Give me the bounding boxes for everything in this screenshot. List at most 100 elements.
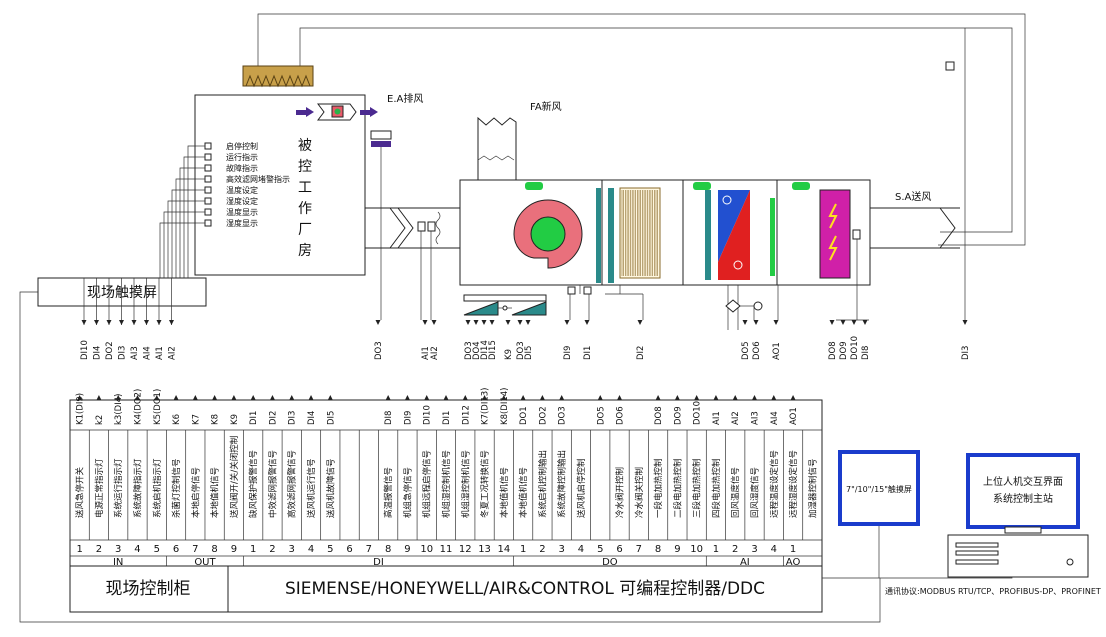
touchscreen-io-tag: DI4 <box>93 346 103 360</box>
workshop-signal: 湿度设定 <box>226 196 258 206</box>
terminal-desc: 冷水阀开控制 <box>615 467 626 518</box>
terminal-desc: 冷水阀关控制 <box>634 467 645 518</box>
terminal-top-tag: K7 <box>191 414 201 425</box>
terminal-desc: 远程湿度设定信号 <box>788 450 799 518</box>
electric-heater <box>792 182 861 279</box>
terminal-top-tag: K8(DI14) <box>500 388 510 425</box>
return-air-duct-loop <box>257 13 1026 246</box>
terminal-top-tag: AI4 <box>770 411 780 425</box>
terminal-number: 1 <box>713 544 719 555</box>
workshop-signal: 运行指示 <box>226 152 258 162</box>
field-touchscreen-label: 现场触摸屏 <box>87 285 157 301</box>
workshop-char: 被 <box>298 138 312 154</box>
terminal-desc: 机组湿控制机信号 <box>441 450 452 518</box>
terminal-top-tag: K6 <box>172 414 182 425</box>
terminal-number: 1 <box>790 544 796 555</box>
terminal-number: 2 <box>269 544 275 555</box>
terminal-desc: 加湿器控制信号 <box>807 458 818 518</box>
field-signal-tag: DO4 <box>472 341 482 360</box>
terminal-number: 3 <box>289 544 295 555</box>
terminal-number: 2 <box>732 544 738 555</box>
touchscreen-io-tag: AI2 <box>168 346 178 360</box>
workshop-signal: 湿度显示 <box>226 218 258 228</box>
terminal-desc: 冬夏工况转换信号 <box>480 450 491 518</box>
hmi-touchscreen: 7"/10"/15"触摸屏 <box>838 450 920 578</box>
terminal-number: 13 <box>478 544 491 555</box>
terminal-number: 7 <box>192 544 198 555</box>
communication-bus: 通讯协议:MODBUS RTU/TCP、PROFIBUS-DP、PROFINET <box>19 291 1101 623</box>
terminal-top-tag: DI4 <box>307 411 317 425</box>
terminal-desc: 中效滤网报警信号 <box>267 450 278 518</box>
terminal-desc: 本地值机信号 <box>210 467 221 518</box>
terminal-number: 1 <box>76 544 82 555</box>
workshop-char: 工 <box>298 180 312 196</box>
terminal-desc: 一段电加热控制 <box>653 458 664 518</box>
terminal-top-tag: DI8 <box>384 411 394 425</box>
terminal-number: 6 <box>616 544 622 555</box>
io-group-label: IN <box>113 557 123 568</box>
terminal-top-tag: DO10 <box>693 401 703 425</box>
terminal-desc: 四段电加热控制 <box>711 458 722 518</box>
terminal-desc: 送风机运行信号 <box>306 458 317 518</box>
touchscreen-io-tag: DI10 <box>80 340 90 360</box>
terminal-desc: 系统启机控制输出 <box>537 450 548 518</box>
terminal-desc: 机组远程启停信号 <box>422 450 433 518</box>
terminal-top-tag: K1(DI9) <box>76 393 86 425</box>
ddc-label: SIEMENSE/HONEYWELL/AIR&CONTROL 可编程控制器/DD… <box>285 579 765 599</box>
workshop-signal: 故障指示 <box>226 163 258 173</box>
terminal-desc: 回风湿度信号 <box>750 467 761 518</box>
terminal-number: 11 <box>440 544 453 555</box>
touchscreen-io-tag: DO2 <box>105 341 115 360</box>
io-group-label: OUT <box>194 557 216 568</box>
field-signal-tag: AI2 <box>430 346 440 360</box>
terminal-top-tag: DI12 <box>461 405 471 425</box>
host-line1: 上位人机交互界面 <box>983 475 1063 488</box>
terminal-desc: 杀菌灯控制信号 <box>171 458 182 518</box>
field-signal-tag: K9 <box>504 349 514 360</box>
terminal-desc: 远程温度设定信号 <box>769 450 780 518</box>
supply-air-outlet: S.A送风 <box>870 190 960 249</box>
terminal-number: 4 <box>134 544 140 555</box>
terminal-top-tag: DO5 <box>596 406 606 425</box>
terminal-top-tag: DO3 <box>558 406 568 425</box>
workshop-signal: 高效滤网堵警指示 <box>226 174 290 184</box>
terminal-number: 4 <box>578 544 584 555</box>
bag-filter <box>608 187 661 283</box>
field-signal-tag: DO3 <box>516 341 526 360</box>
terminal-number: 6 <box>173 544 179 555</box>
field-signal-tag: DO9 <box>839 341 849 360</box>
terminal-top-tag: DO6 <box>616 406 626 425</box>
terminal-top-tag: DI5 <box>326 411 336 425</box>
touchscreen-io-tag: AI1 <box>155 346 165 360</box>
field-signal-tag: DO3 <box>464 341 474 360</box>
supply-fan <box>513 182 601 283</box>
return-air-grille <box>242 65 314 88</box>
terminal-number: 9 <box>231 544 237 555</box>
terminal-number: 10 <box>690 544 703 555</box>
terminal-top-tag: k3(DI4) <box>114 394 124 425</box>
terminal-desc: 机组湿控制机信号 <box>460 450 471 518</box>
terminal-number: 5 <box>597 544 603 555</box>
terminal-desc: 系统启机指示灯 <box>152 458 163 518</box>
terminal-number: 5 <box>327 544 333 555</box>
field-signal-tag: DO6 <box>752 341 762 360</box>
terminal-top-tag: DI1 <box>249 411 259 425</box>
terminal-number: 9 <box>404 544 410 555</box>
terminal-desc: 送风机启停控制 <box>576 458 587 518</box>
terminal-number: 8 <box>655 544 661 555</box>
terminal-number: 4 <box>771 544 777 555</box>
field-signal-tag: DI8 <box>861 346 871 360</box>
terminal-desc: 系统故障控制输出 <box>557 450 568 518</box>
terminal-number: 2 <box>96 544 102 555</box>
terminal-top-tag: AI3 <box>751 411 761 425</box>
ahu-bottom-sensors <box>463 239 869 330</box>
field-signal-tag: DI14 <box>480 340 490 360</box>
field-signal-tag: DO10 <box>850 336 860 360</box>
terminal-top-tag: DI9 <box>403 411 413 425</box>
terminal-top-tag: K4(DO2) <box>133 389 143 425</box>
cooling-coil <box>693 182 775 280</box>
io-group-label: AO <box>786 557 801 568</box>
terminal-number: 5 <box>154 544 160 555</box>
